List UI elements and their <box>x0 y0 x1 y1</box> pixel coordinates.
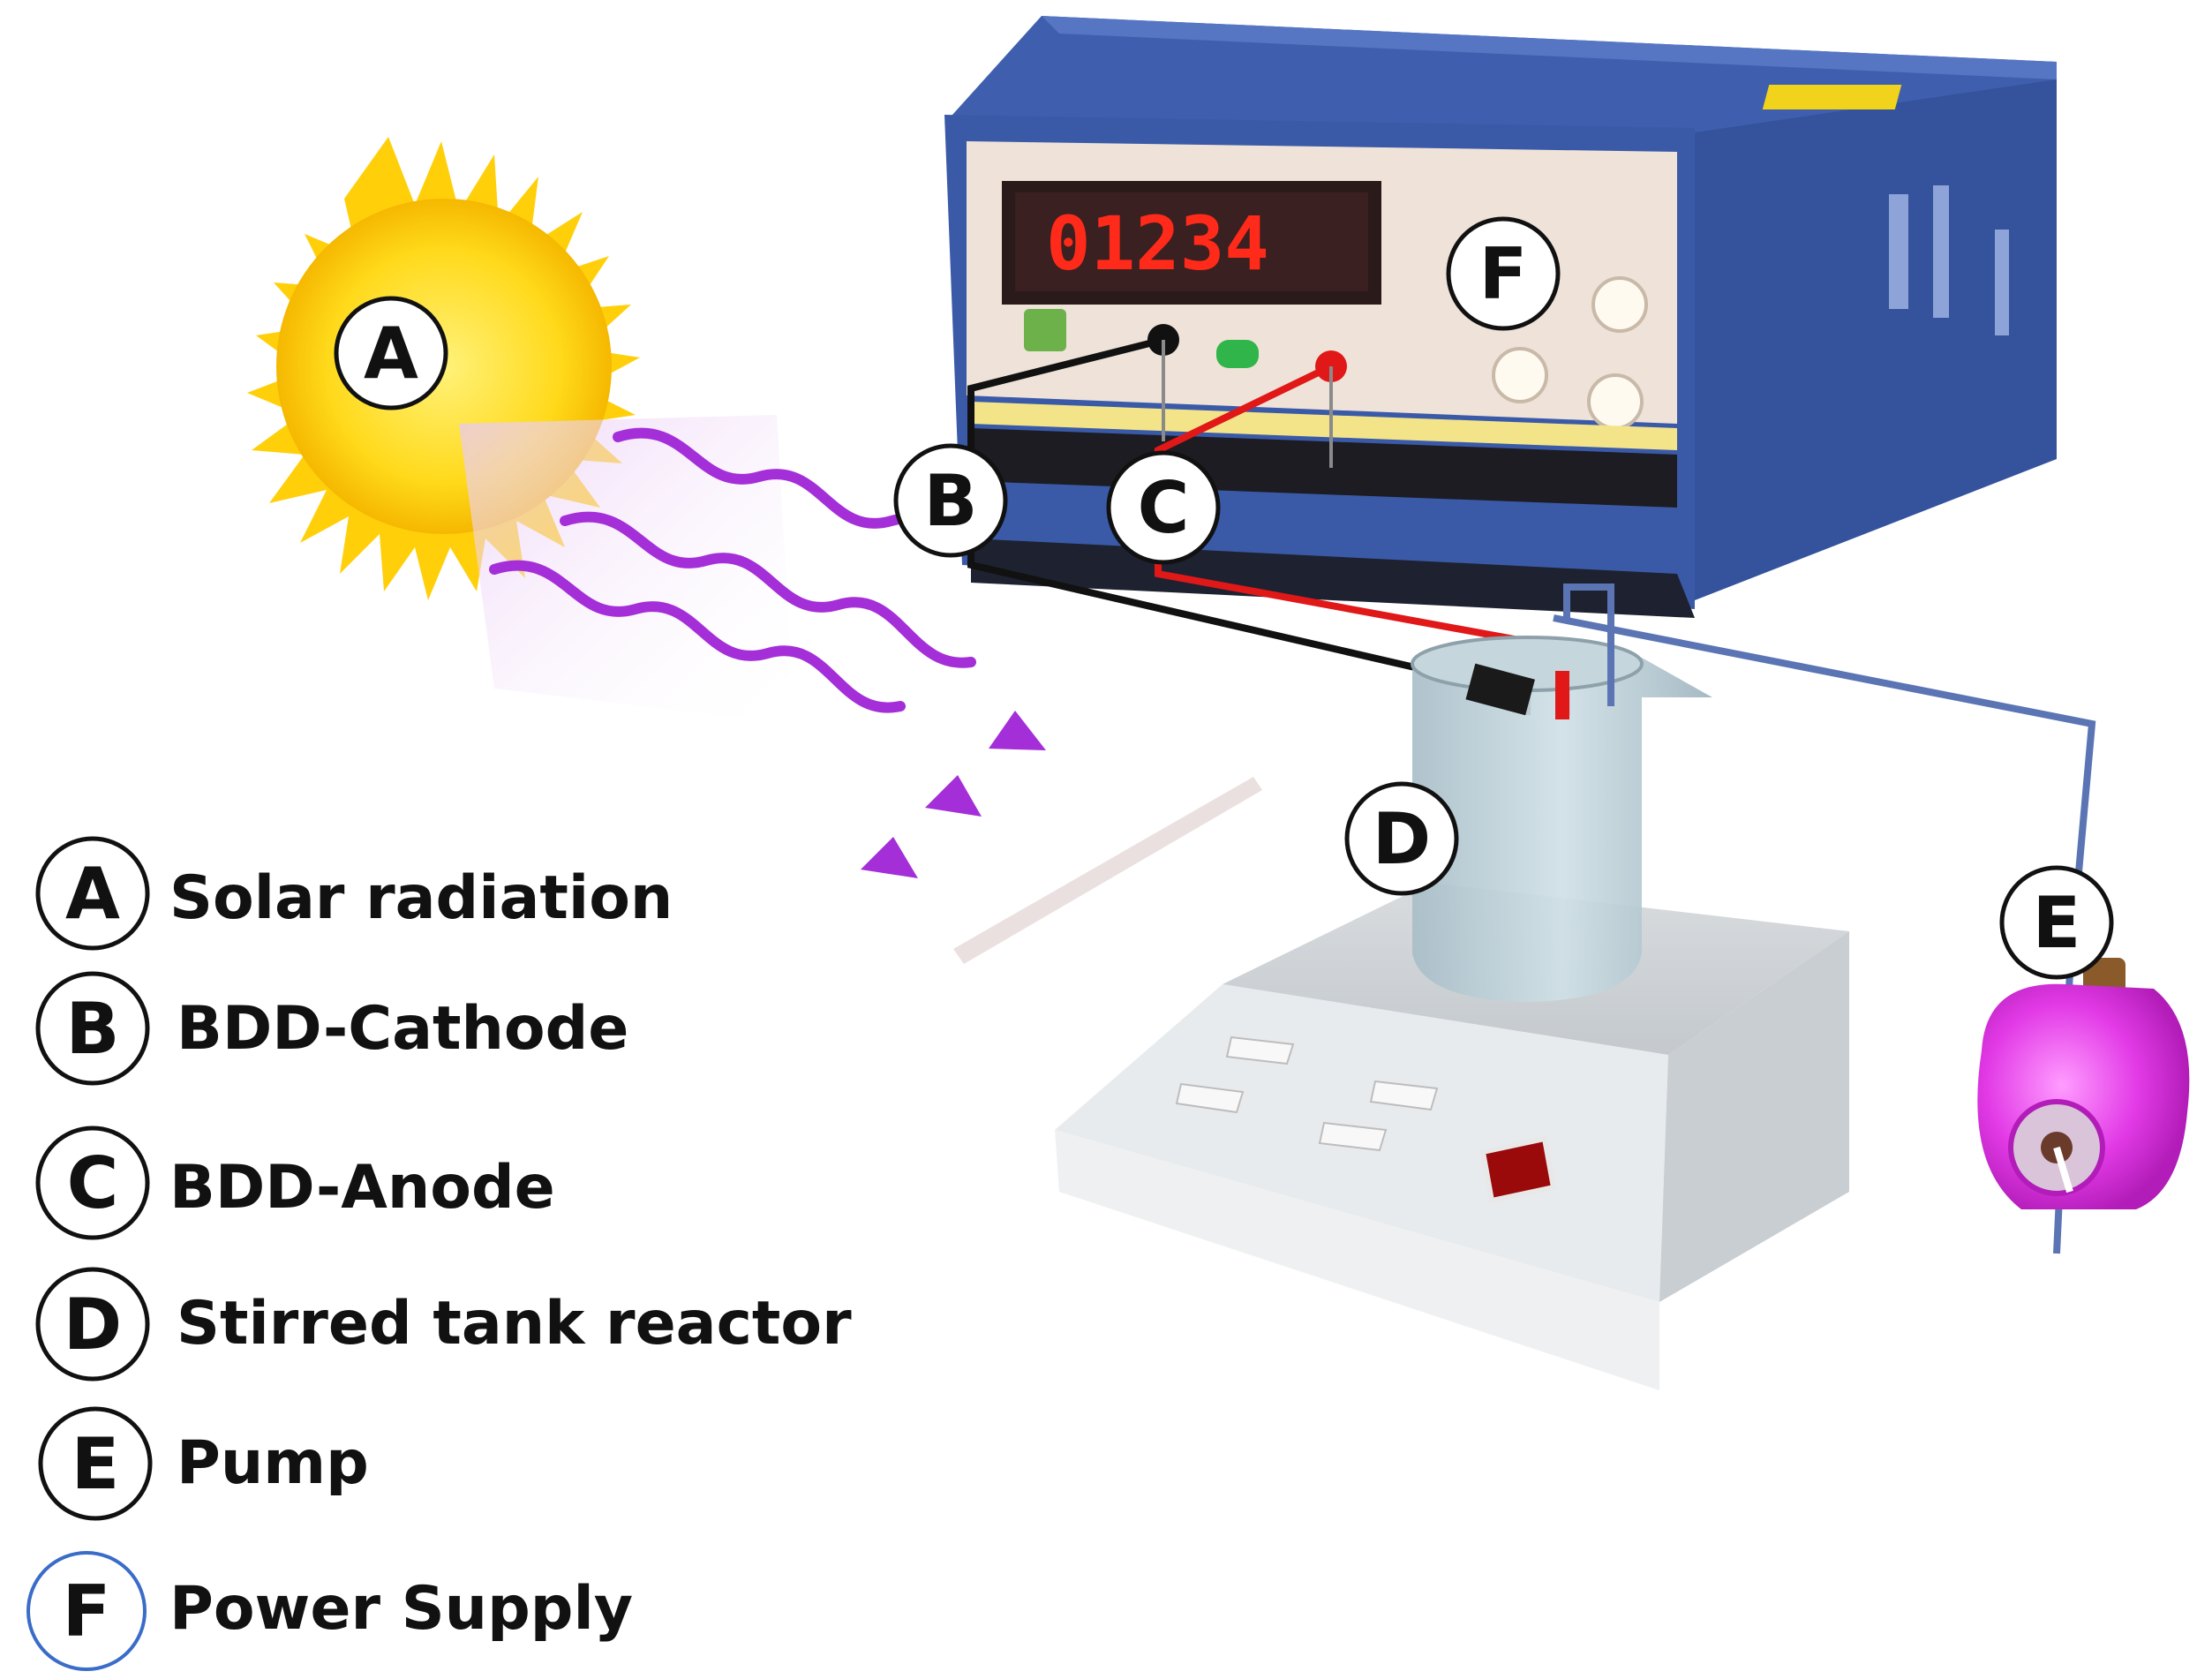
light-streak <box>953 777 1262 964</box>
callout-c-letter: C <box>1138 467 1190 549</box>
legend-f-label: Power Supply <box>169 1574 633 1644</box>
legend-e-circle <box>38 1406 153 1521</box>
stirrer-button-1[interactable] <box>1225 1035 1295 1065</box>
power-supply-top-label <box>1762 85 1902 109</box>
legend: A Solar radiation B BDD-Cathode C BDD-An… <box>26 836 852 1671</box>
stirrer-button-4[interactable] <box>1318 1121 1388 1152</box>
callout-e: E <box>1999 865 2114 980</box>
callout-d-circle <box>1344 781 1459 896</box>
callout-c: C <box>1106 450 1221 565</box>
legend-d-label: Stirred tank reactor <box>177 1289 852 1359</box>
lcd-inner <box>1015 192 1368 291</box>
legend-c-label: BDD-Anode <box>169 1153 555 1223</box>
radiation-wave-2 <box>560 511 976 668</box>
radiation-wave-3 <box>489 560 906 713</box>
arrowhead-2 <box>925 775 982 817</box>
cathode-electrode <box>1465 663 1535 716</box>
legend-d-letter: D <box>64 1284 122 1366</box>
legend-c-circle <box>35 1126 150 1240</box>
arrowhead-1 <box>989 711 1046 750</box>
callout-a-circle <box>334 296 448 410</box>
legend-item-f: F Power Supply <box>26 1551 633 1671</box>
lcd-readout: 01234 <box>1046 200 1269 287</box>
green-indicator-light <box>1024 309 1066 351</box>
radiation-arrowheads <box>861 711 1046 878</box>
tube-inlet <box>1563 584 1614 706</box>
power-supply-top-shade <box>1042 16 2057 79</box>
callout-b-circle <box>893 443 1008 558</box>
callout-d-letter: D <box>1373 798 1431 880</box>
legend-f-circle <box>26 1551 147 1671</box>
peristaltic-pump <box>1977 958 2190 1209</box>
pump-outlet-tube <box>2053 1146 2073 1193</box>
power-supply-side <box>1695 79 2057 600</box>
control-knob-1[interactable] <box>1591 276 1648 333</box>
stirrer-display <box>1479 1135 1557 1204</box>
stirrer-button-2[interactable] <box>1175 1082 1245 1114</box>
stirrer-base-front <box>1055 1130 1659 1390</box>
legend-item-b: B BDD-Cathode <box>35 971 628 1086</box>
stirrer-right-side <box>1659 931 1849 1302</box>
legend-f-letter: F <box>63 1570 111 1653</box>
legend-a-circle <box>35 836 150 951</box>
callout-b-letter: B <box>924 460 978 542</box>
callout-e-letter: E <box>2033 882 2081 964</box>
legend-item-a: A Solar radiation <box>35 836 673 951</box>
power-supply-yellow-strip <box>971 402 1677 450</box>
legend-item-d: D Stirred tank reactor <box>35 1267 852 1382</box>
legend-b-label: BDD-Cathode <box>177 994 628 1064</box>
legend-item-e: E Pump <box>38 1406 369 1521</box>
callout-a: A <box>334 296 448 410</box>
legend-item-c: C BDD-Anode <box>35 1126 555 1240</box>
legend-a-label: Solar radiation <box>169 863 673 933</box>
stirrer-button-3[interactable] <box>1369 1080 1439 1111</box>
callout-e-circle <box>1999 865 2114 980</box>
beaker-body <box>1412 648 1712 1002</box>
callout-a-letter: A <box>364 312 418 395</box>
control-knob-2[interactable] <box>1492 347 1548 403</box>
callout-f-circle <box>1446 216 1561 331</box>
magnetic-stirrer <box>1055 883 1849 1390</box>
legend-a-letter: A <box>65 853 120 935</box>
side-vent-2 <box>1933 185 1949 318</box>
callout-f-letter: F <box>1479 233 1528 315</box>
legend-e-letter: E <box>71 1423 120 1505</box>
legend-c-letter: C <box>67 1142 119 1224</box>
callout-c-circle <box>1106 450 1221 565</box>
side-vent-3 <box>1995 230 2009 335</box>
legend-b-circle <box>35 971 150 1086</box>
anode-electrode <box>1555 671 1569 719</box>
callout-f: F <box>1446 216 1561 331</box>
control-knob-3[interactable] <box>1587 373 1644 430</box>
radiation-glow <box>459 415 794 724</box>
legend-b-letter: B <box>66 988 120 1070</box>
callout-b: B <box>893 443 1008 558</box>
legend-d-circle <box>35 1267 150 1382</box>
green-switch[interactable] <box>1216 340 1259 368</box>
callout-d: D <box>1344 781 1459 896</box>
arrowhead-3 <box>861 837 918 878</box>
pump-cap <box>2083 958 2125 993</box>
legend-e-label: Pump <box>177 1428 369 1498</box>
stirred-tank-reactor <box>1411 636 1712 1002</box>
side-vent-1 <box>1889 194 1908 309</box>
